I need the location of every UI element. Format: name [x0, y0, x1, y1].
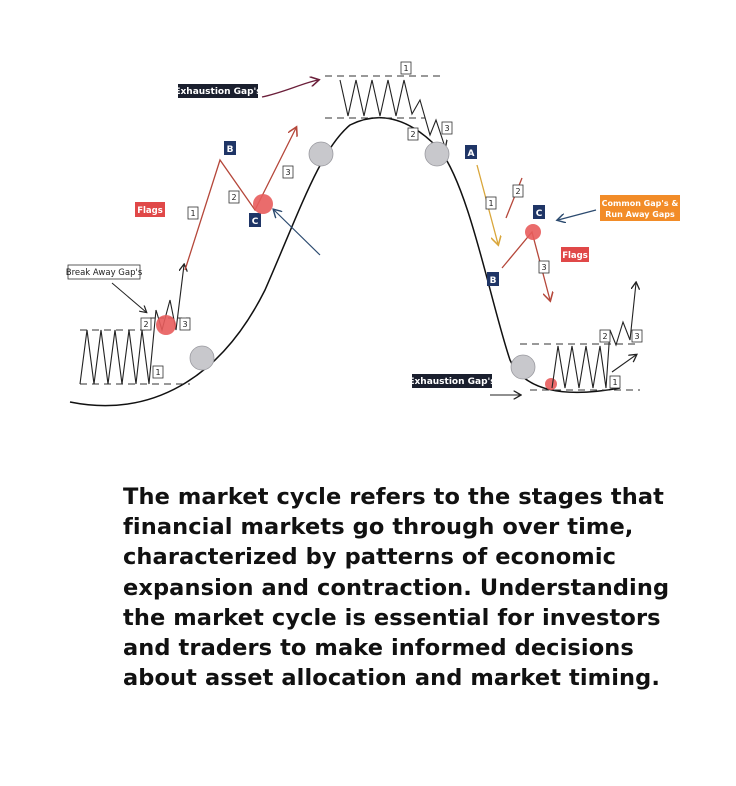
break-away-label: Break Away Gap's [66, 264, 143, 280]
gray-gap-circle-upper [308, 141, 334, 167]
right-breakout-arrow [611, 355, 636, 373]
svg-text:B: B [227, 145, 234, 155]
svg-text:Flags: Flags [137, 206, 163, 216]
svg-text:3: 3 [634, 332, 639, 341]
exhaustion-label-bottom: Exhaustion Gap's [408, 374, 496, 388]
gray-gap-circle-top-right [424, 141, 450, 167]
red-flag-circle-down [525, 224, 541, 240]
common-gaps-arrow [558, 209, 597, 220]
svg-text:B: B [490, 276, 497, 286]
svg-text:C: C [252, 217, 259, 227]
marker-top-2: 2 [407, 127, 419, 141]
red-gap-circle-left [156, 315, 176, 335]
uptrend-flag-path [184, 128, 296, 271]
svg-text:Common Gap's &: Common Gap's & [602, 199, 679, 208]
downtrend-flag-rise [505, 177, 523, 219]
red-flag-circle-up [253, 194, 273, 214]
flags-label-left: Flags [135, 202, 165, 217]
svg-text:2: 2 [231, 193, 236, 202]
marker-up-c: C [249, 213, 261, 227]
svg-text:1: 1 [190, 209, 195, 218]
svg-text:1: 1 [488, 199, 493, 208]
marker-down-2: 2 [512, 184, 524, 198]
marker-down-1: 1 [485, 196, 497, 210]
break-away-text: Break Away Gap's [66, 268, 143, 278]
marker-top-3: 3 [441, 121, 453, 135]
svg-text:2: 2 [143, 320, 148, 329]
exhaustion-top-arrow [261, 80, 318, 98]
marker-down-3: 3 [538, 260, 550, 274]
svg-text:3: 3 [541, 263, 546, 272]
svg-text:2: 2 [602, 332, 607, 341]
marker-down-c: C [533, 205, 545, 219]
svg-text:Run Away Gaps: Run Away Gaps [605, 210, 675, 219]
marker-down-a: A [465, 145, 477, 159]
red-gap-circle-bottom [545, 378, 557, 390]
svg-text:A: A [468, 149, 475, 159]
marker-left-2: 2 [140, 317, 152, 331]
svg-text:Flags: Flags [562, 251, 588, 261]
marker-left-1: 1 [152, 365, 164, 379]
marker-right-1: 1 [609, 375, 621, 389]
pointer-arrow-up [274, 210, 321, 256]
svg-text:3: 3 [182, 320, 187, 329]
market-cycle-diagram: Break Away Gap's 1 2 3 Flags 1 2 3 B C [66, 61, 680, 407]
svg-text:1: 1 [155, 368, 160, 377]
market-cycle-curve [69, 117, 621, 407]
exhaustion-bottom-text: Exhaustion Gap's [408, 377, 495, 387]
svg-text:2: 2 [515, 187, 520, 196]
svg-text:1: 1 [612, 378, 617, 387]
marker-top-1: 1 [400, 61, 412, 75]
svg-text:C: C [536, 209, 543, 219]
flags-label-right: Flags [561, 247, 589, 262]
marker-right-3: 3 [631, 329, 643, 343]
svg-text:3: 3 [444, 124, 449, 133]
caption-text: The market cycle refers to the stages th… [123, 484, 670, 692]
common-gaps-label: Common Gap's & Run Away Gaps [600, 195, 680, 221]
marker-up-3: 3 [282, 165, 294, 179]
marker-up-b: B [224, 141, 236, 155]
exhaustion-top-text: Exhaustion Gap's [174, 87, 261, 97]
marker-right-2: 2 [599, 329, 611, 343]
marker-up-1: 1 [187, 206, 199, 220]
top-zigzag [339, 79, 445, 147]
gray-gap-circle-left [189, 345, 215, 371]
marker-down-b: B [487, 272, 499, 286]
break-away-arrow [111, 282, 146, 312]
exhaustion-label-top: Exhaustion Gap's [174, 84, 262, 98]
svg-text:1: 1 [403, 64, 408, 73]
svg-text:3: 3 [285, 168, 290, 177]
marker-left-3: 3 [179, 317, 191, 331]
gray-gap-circle-bottom [510, 354, 536, 380]
svg-text:2: 2 [410, 130, 415, 139]
right-zigzag [551, 283, 636, 389]
marker-up-2: 2 [228, 190, 240, 204]
